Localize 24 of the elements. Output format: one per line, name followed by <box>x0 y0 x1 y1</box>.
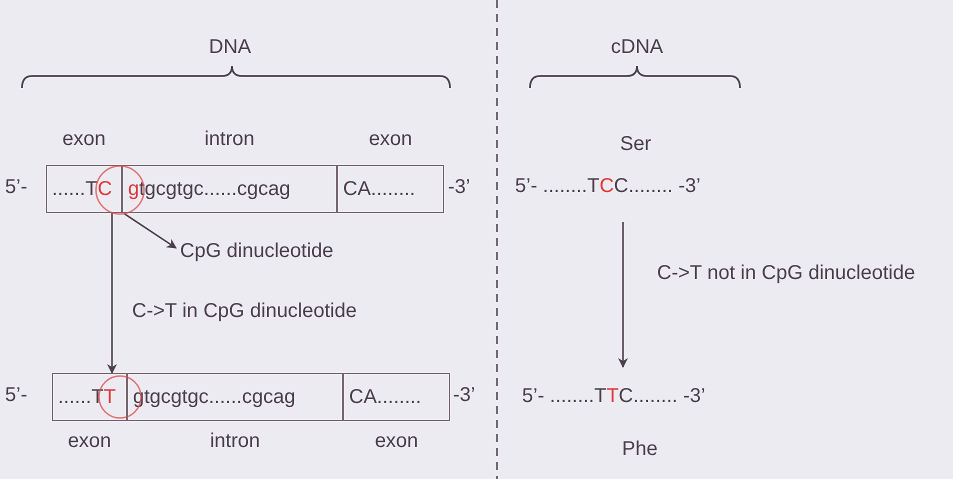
region-label: exon <box>66 430 112 453</box>
sequence-text: 5’- ........TTC........ -3’ <box>522 385 706 408</box>
sequence-text: 5’- ........TCC........ -3’ <box>515 175 701 198</box>
section-heading: cDNA <box>610 36 664 59</box>
annotation-text: CpG dinucleotide <box>180 240 334 263</box>
strand-end-label: -3’ <box>448 176 470 199</box>
region-label: exon <box>374 430 420 453</box>
strand-end-label: 5’- <box>5 384 28 407</box>
arrow <box>107 213 117 374</box>
arrow <box>618 222 628 368</box>
amino-acid-label: Phe <box>622 438 658 461</box>
edge-label: C->T in CpG dinucleotide <box>130 300 359 323</box>
region-label: intron <box>203 128 256 151</box>
sequence-text: CA........ <box>342 176 416 202</box>
amino-acid-label: Ser <box>620 133 652 156</box>
strand-end-label: -3’ <box>453 384 476 407</box>
region-label: exon <box>368 128 414 151</box>
region-label: intron <box>208 430 262 453</box>
edge-label: C->T not in CpG dinucleotide <box>655 262 918 285</box>
sequence-text: CA........ <box>348 384 422 410</box>
region-label: exon <box>61 128 107 151</box>
section-heading: DNA <box>208 36 252 59</box>
arrow <box>124 212 177 249</box>
strand-end-label: 5’- <box>5 176 28 199</box>
